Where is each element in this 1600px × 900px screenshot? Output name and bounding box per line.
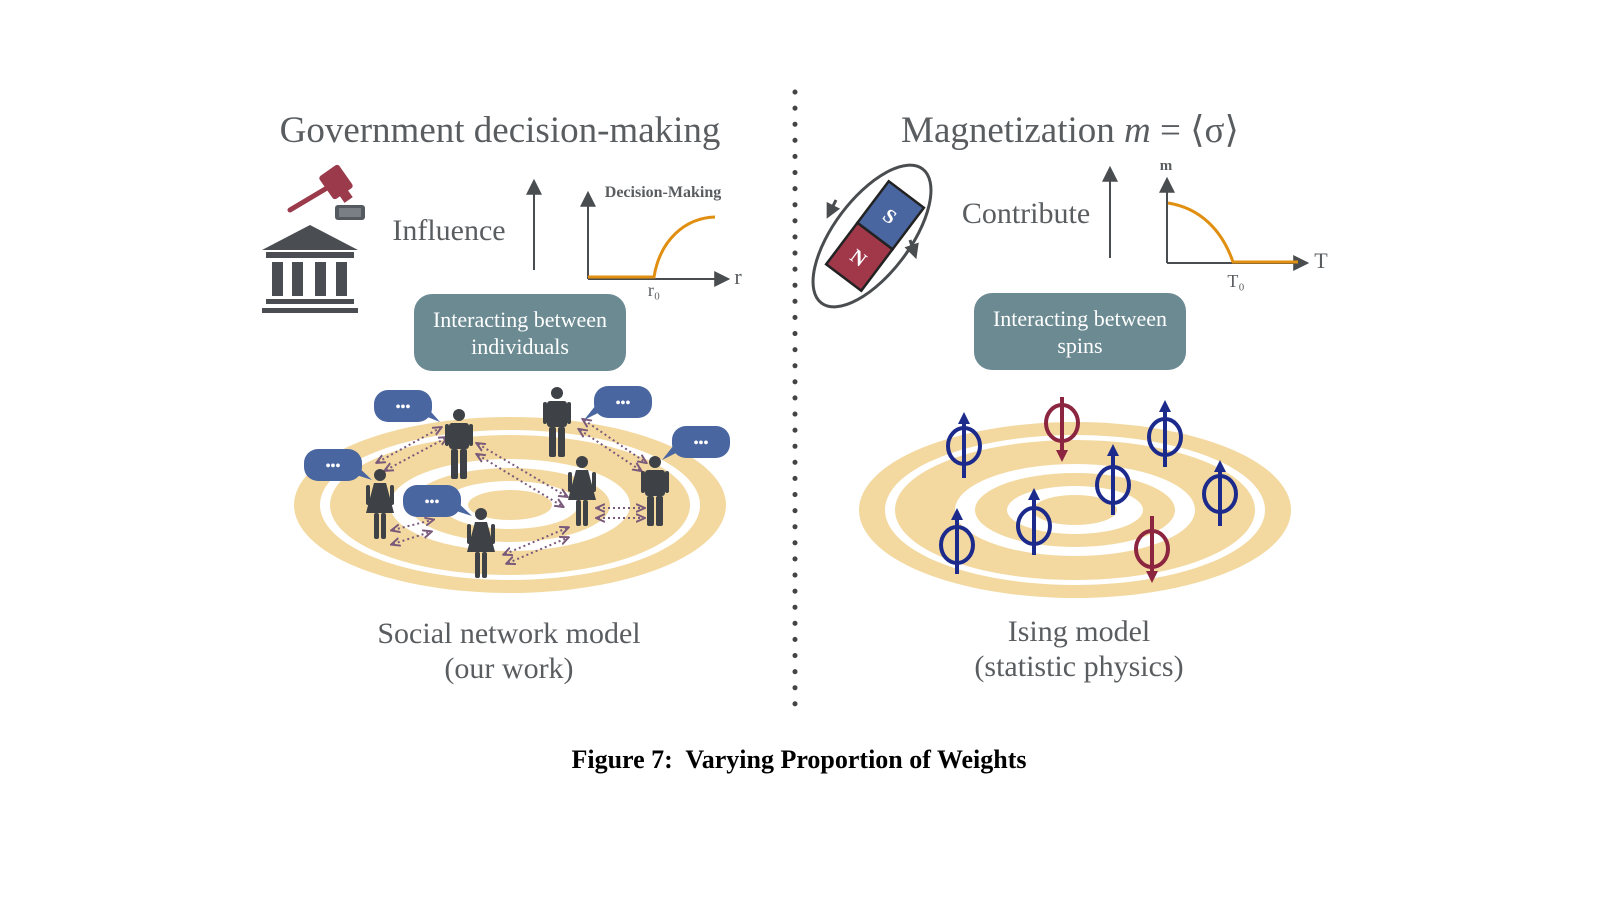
- interaction-box-individuals: Interacting between individuals: [414, 294, 626, 371]
- person-woman-icon: [467, 508, 495, 578]
- person-woman-icon: [366, 469, 394, 539]
- left-title: Government decision-making: [280, 110, 721, 151]
- left-caption-line1: Social network model: [377, 617, 640, 650]
- magnetization-x-label: T: [1314, 248, 1328, 273]
- right-title-m: m: [1124, 110, 1151, 151]
- speech-bubble-dots: •••: [616, 396, 631, 411]
- figure-caption: Figure 7: Varying Proportion of Weights: [571, 745, 1026, 774]
- interaction-box-line2: spins: [1057, 333, 1102, 358]
- magnetization-threshold-label: T₀: [1227, 271, 1244, 291]
- left-caption-line2: (our work): [444, 652, 573, 685]
- right-title-prefix: Magnetization: [901, 110, 1124, 151]
- decision-curve: [588, 215, 716, 279]
- contribute-label: Contribute: [962, 197, 1090, 230]
- person-man-icon: [543, 387, 571, 457]
- right-caption-line2: (statistic physics): [974, 650, 1183, 683]
- spin-down-icon: [1134, 516, 1170, 583]
- magnetization-curve: [1167, 201, 1298, 264]
- speech-bubble-icon: •••: [662, 426, 730, 460]
- influence-label: Influence: [392, 214, 505, 247]
- speech-bubble-dots: •••: [326, 459, 341, 474]
- interaction-box-line2: individuals: [471, 334, 569, 359]
- decision-threshold-label: r₀: [648, 280, 660, 300]
- spin-up-icon: [946, 412, 982, 478]
- interaction-box-line1: Interacting between: [433, 307, 607, 332]
- person-man-icon: [445, 409, 473, 479]
- right-title-suffix: = ⟨σ⟩: [1151, 110, 1239, 151]
- magnetization-y-label: m: [1160, 158, 1173, 174]
- spin-up-icon: [1147, 400, 1183, 467]
- right-panel: Magnetization m = ⟨σ⟩ N S Contribute m T…: [811, 110, 1328, 683]
- decision-chart-title: Decision-Making: [605, 184, 721, 201]
- person-woman-icon: [568, 456, 596, 526]
- courthouse-gavel-icon: [262, 164, 365, 313]
- magnetization-chart: m T T₀: [1159, 158, 1328, 291]
- interaction-arrows: [378, 420, 645, 563]
- speech-bubble-dots: •••: [425, 495, 440, 510]
- magnet-icon: N S: [811, 163, 933, 309]
- spin-up-icon: [939, 508, 975, 574]
- spin-up-icon: [1016, 488, 1052, 555]
- spin-up-icon: [1095, 444, 1131, 515]
- speech-bubble-icon: •••: [403, 485, 472, 517]
- interaction-box-line1: Interacting between: [993, 306, 1167, 331]
- left-panel: Government decision-making Influence Dec…: [262, 110, 742, 685]
- decision-making-chart: Decision-Making r r₀: [580, 184, 742, 300]
- spin-down-icon: [1044, 397, 1080, 462]
- right-caption-line1: Ising model: [1008, 615, 1151, 648]
- speech-bubble-icon: •••: [374, 390, 440, 422]
- spin-rings: [859, 422, 1291, 598]
- decision-x-label: r: [734, 264, 742, 289]
- speech-bubble-icon: •••: [584, 386, 652, 420]
- right-title: Magnetization m = ⟨σ⟩: [901, 110, 1239, 151]
- speech-bubble-icon: •••: [304, 449, 372, 481]
- speech-bubble-dots: •••: [694, 436, 709, 451]
- interaction-box-spins: Interacting between spins: [974, 293, 1186, 370]
- spin-up-icon: [1202, 460, 1238, 526]
- person-man-icon: [641, 456, 669, 526]
- speech-bubble-dots: •••: [396, 400, 411, 415]
